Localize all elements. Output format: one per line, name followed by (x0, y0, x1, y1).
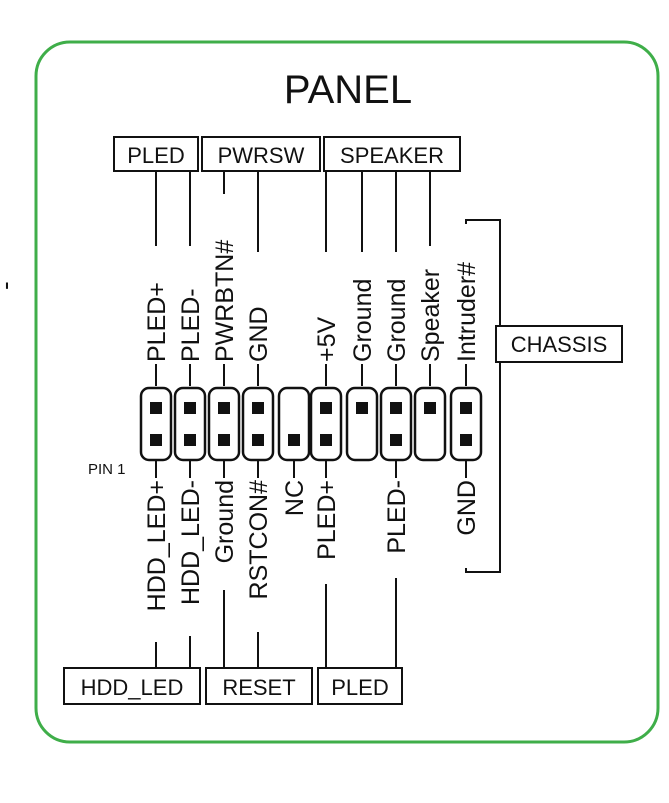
top-group-pled: PLED (113, 136, 199, 172)
bottom-pin-label: PLED+ (313, 480, 341, 560)
chassis-bracket (465, 219, 501, 573)
pin (320, 402, 332, 414)
bottom-leader-lines (155, 578, 397, 668)
top-group-pwrsw: PWRSW (201, 136, 321, 172)
top-leader-lines (155, 171, 431, 252)
top-pin-lines (155, 364, 467, 386)
top-pin-label: +5V (313, 316, 341, 362)
pin (460, 402, 472, 414)
top-pin-label: GND (245, 306, 273, 362)
pin1-label: PIN 1 (88, 461, 126, 478)
pin (150, 434, 162, 446)
bottom-pin-label: NC (281, 480, 309, 516)
bottom-group-reset-label: RESET (222, 675, 295, 700)
pin-column (173, 386, 207, 462)
bottom-pin-label: HDD_LED+ (143, 480, 171, 611)
pin-header (139, 386, 483, 462)
chassis-group: CHASSIS (495, 325, 623, 363)
top-pin-label: Ground (349, 279, 377, 362)
pin (320, 434, 332, 446)
pin-column (207, 386, 241, 462)
top-pin-label: PWRBTN# (211, 240, 239, 362)
pin (356, 402, 368, 414)
top-pin-label: Intruder# (453, 262, 481, 362)
panel-frame (34, 40, 660, 744)
top-group-speaker: SPEAKER (323, 136, 461, 172)
top-pin-label: PLED+ (143, 282, 171, 362)
bottom-pin-label: Ground (211, 480, 239, 563)
top-group-pwrsw-label: PWRSW (218, 143, 305, 168)
pin-column (241, 386, 275, 462)
pin (288, 434, 300, 446)
pin (150, 402, 162, 414)
pin-column (449, 386, 483, 462)
bottom-pin-label: HDD_LED- (177, 480, 205, 605)
top-pin-label: Speaker (417, 269, 445, 362)
bottom-group-pled: PLED (317, 667, 403, 705)
bottom-pin-label: GND (453, 480, 481, 536)
top-pin-label: PLED- (177, 288, 205, 362)
pin-column (345, 386, 379, 462)
pin-column (309, 386, 343, 462)
pin (390, 402, 402, 414)
bottom-group-hdd-led: HDD_LED (63, 667, 201, 705)
pin (460, 434, 472, 446)
pin (184, 434, 196, 446)
pin (218, 402, 230, 414)
bottom-group-pled-label: PLED (331, 675, 388, 700)
bottom-pin-lines (155, 460, 467, 478)
bottom-group-hdd-led-label: HDD_LED (81, 675, 184, 700)
pin-column (139, 386, 173, 462)
bottom-pin-label: RSTCON# (245, 480, 273, 600)
bottom-group-reset: RESET (205, 667, 313, 705)
top-group-pled-label: PLED (127, 143, 184, 168)
pin (184, 402, 196, 414)
pin-column (379, 386, 413, 462)
panel-title: PANEL (284, 68, 412, 112)
pin-column (413, 386, 447, 462)
top-pin-label: Ground (383, 279, 411, 362)
pin (252, 402, 264, 414)
chassis-label: CHASSIS (511, 332, 608, 357)
pin (218, 434, 230, 446)
pin (390, 434, 402, 446)
pin (424, 402, 436, 414)
pin (252, 434, 264, 446)
top-group-speaker-label: SPEAKER (340, 143, 444, 168)
side-mark: - (0, 281, 20, 290)
pin-column (277, 386, 311, 462)
bottom-pin-label: PLED- (383, 480, 411, 554)
